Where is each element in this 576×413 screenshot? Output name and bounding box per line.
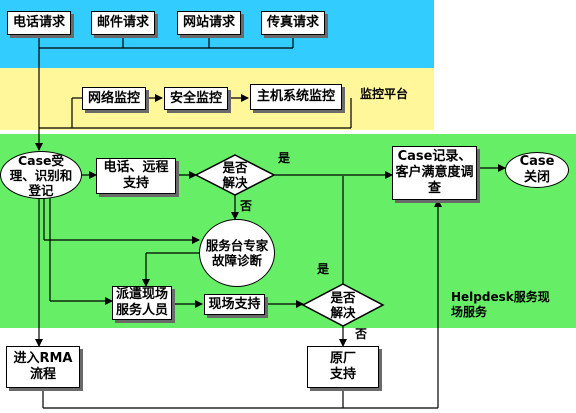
request-fax: 传真请求 (261, 11, 325, 35)
decision-diamond-1 (194, 154, 276, 196)
helpdesk-label: Helpdesk服务现场服务 (451, 290, 550, 319)
monitor-platform-label: 监控平台 (360, 87, 409, 101)
vendor-support: 原厂支持 (307, 346, 379, 388)
request-email: 邮件请求 (91, 11, 155, 35)
case-accept-node: Case受理、识别和登记 (0, 151, 82, 199)
decision-resolved-2: 是否解决 (330, 290, 356, 320)
decision-diamond-2 (301, 283, 385, 327)
decision-resolved-1: 是否解决 (222, 160, 248, 190)
yes-label-1: 是 (278, 151, 291, 165)
no-label-2: 否 (355, 327, 368, 341)
request-website: 网站请求 (177, 11, 241, 35)
no-label-1: 否 (240, 199, 253, 213)
case-close-node: Case关闭 (505, 152, 569, 188)
phone-remote-support: 电话、远程支持 (96, 158, 176, 194)
monitor-security: 安全监控 (164, 87, 228, 110)
rma-process: 进入RMA流程 (6, 346, 80, 388)
yes-label-2: 是 (317, 262, 330, 276)
dispatch-onsite-staff: 派遣现场服务人员 (112, 286, 172, 320)
expert-diagnosis-node: 服务台专家故障诊断 (199, 219, 275, 287)
monitor-network: 网络监控 (82, 87, 146, 110)
onsite-support: 现场支持 (204, 294, 265, 315)
case-record-survey: Case记录、客户满意度调查 (392, 146, 477, 200)
monitor-host-system: 主机系统监控 (250, 84, 342, 110)
request-phone: 电话请求 (7, 11, 71, 35)
